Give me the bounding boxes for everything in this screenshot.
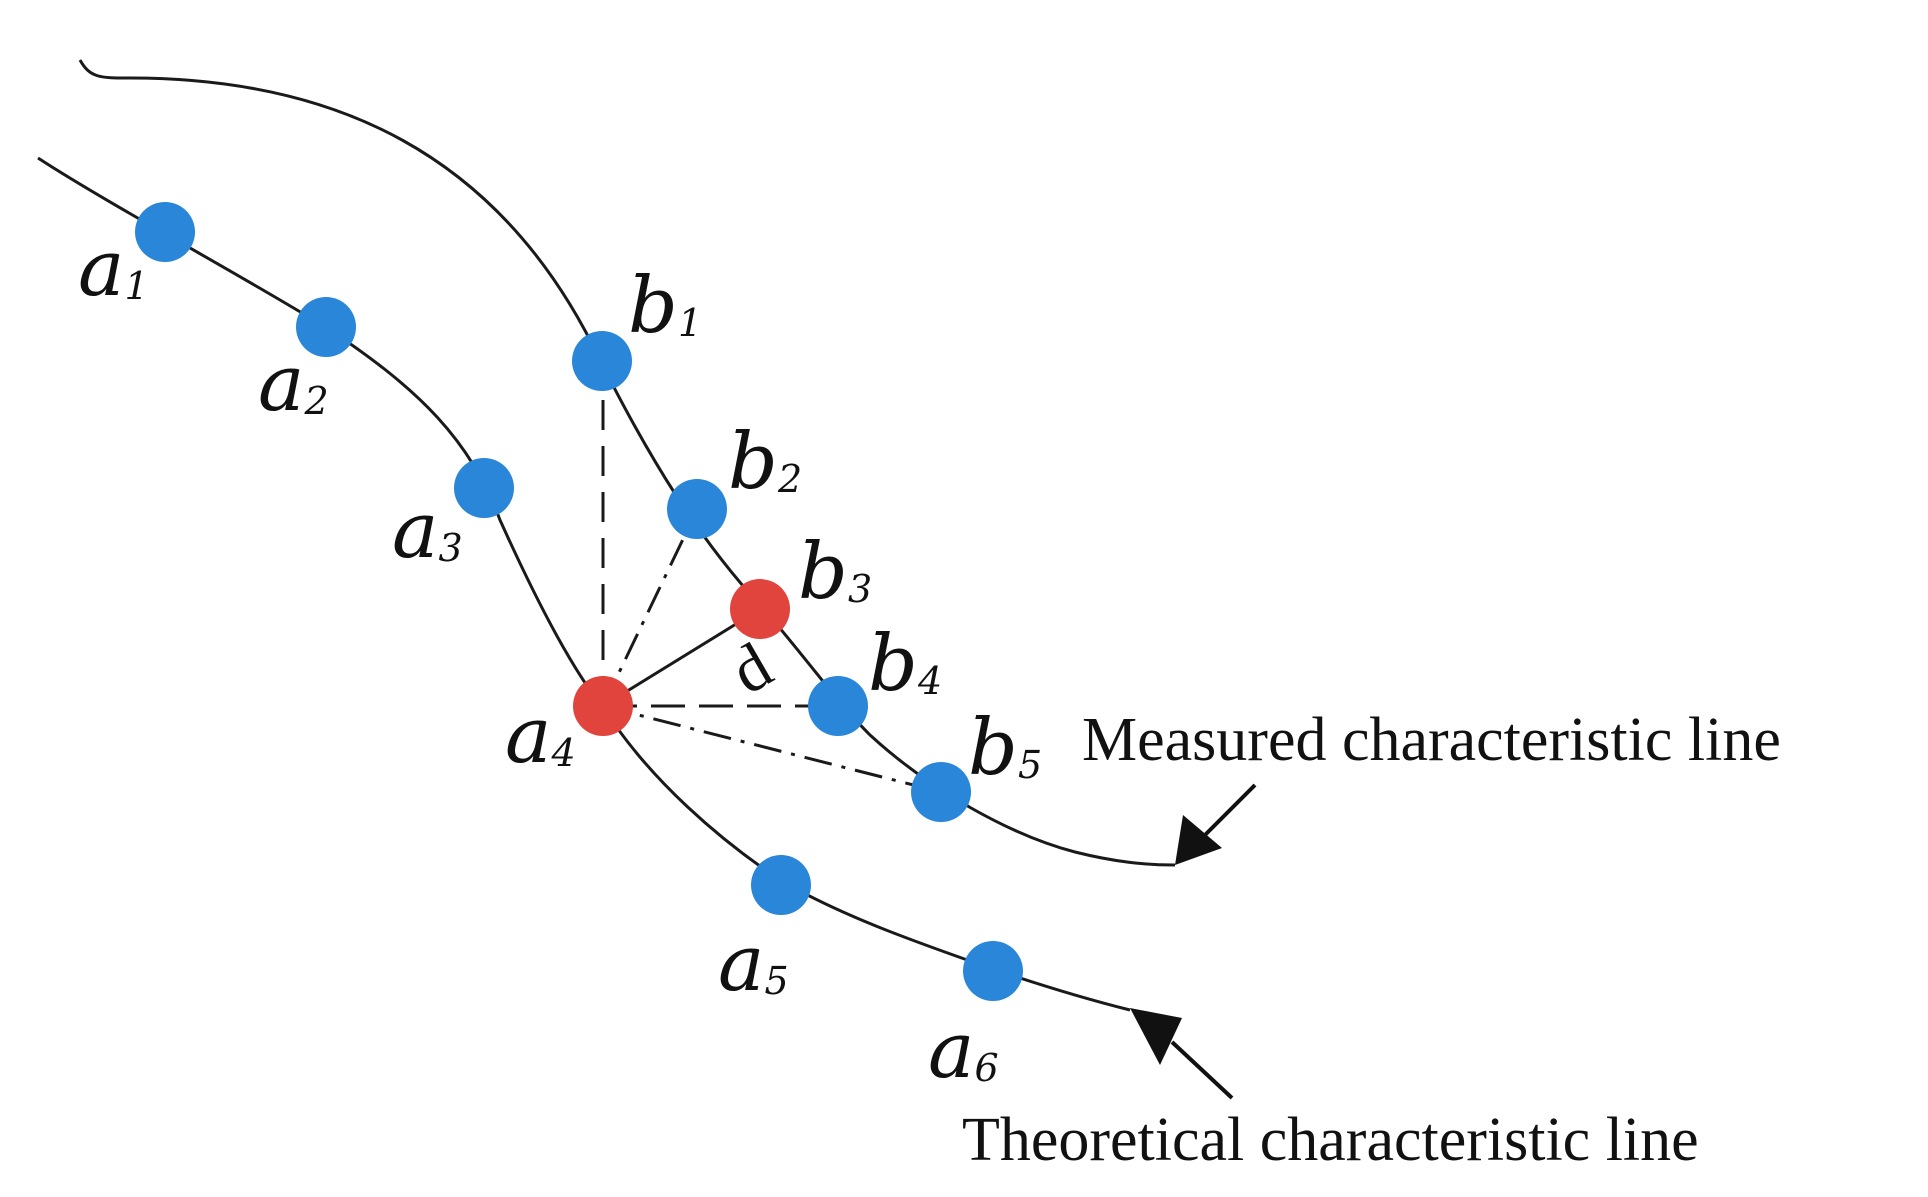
label-b1: b1 [628,261,702,351]
point-b5 [911,762,971,822]
a4-b2-dashdot-line [601,509,699,707]
label-b3: b3 [798,527,872,617]
a4-b5-dashdot-line [602,704,942,794]
theoretical-caption-arrow [1130,1008,1234,1100]
point-a6 [963,941,1023,1001]
point-a1 [135,202,195,262]
label-b5: b5 [968,703,1042,793]
point-b2 [667,479,727,539]
point-a5 [751,855,811,915]
measured-caption: Measured characteristic line [1082,706,1781,774]
label-a1: a1 [78,224,149,314]
label-a4: a4 [505,691,576,781]
measured-caption-arrow [1175,783,1257,865]
theoretical-curve [37,156,1131,1012]
theoretical-points [135,202,1023,1001]
point-b3 [730,579,790,639]
measured-labels: b1 b2 b3 b4 b5 [628,261,1042,793]
label-a3: a3 [392,486,463,576]
distance-label: d [719,629,784,709]
theoretical-caption: Theoretical characteristic line [962,1106,1699,1174]
label-b4: b4 [868,619,942,709]
label-a6: a6 [928,1006,999,1096]
measured-curve [78,59,1176,867]
measured-points [572,331,971,822]
point-a2 [296,297,356,357]
label-b2: b2 [728,417,802,507]
label-a5: a5 [718,919,789,1009]
point-b4 [808,676,868,736]
theoretical-labels: a1 a2 a3 a4 a5 a6 [78,224,999,1096]
point-b1 [572,331,632,391]
point-a4 [573,676,633,736]
point-a3 [454,458,514,518]
label-a2: a2 [258,339,329,429]
